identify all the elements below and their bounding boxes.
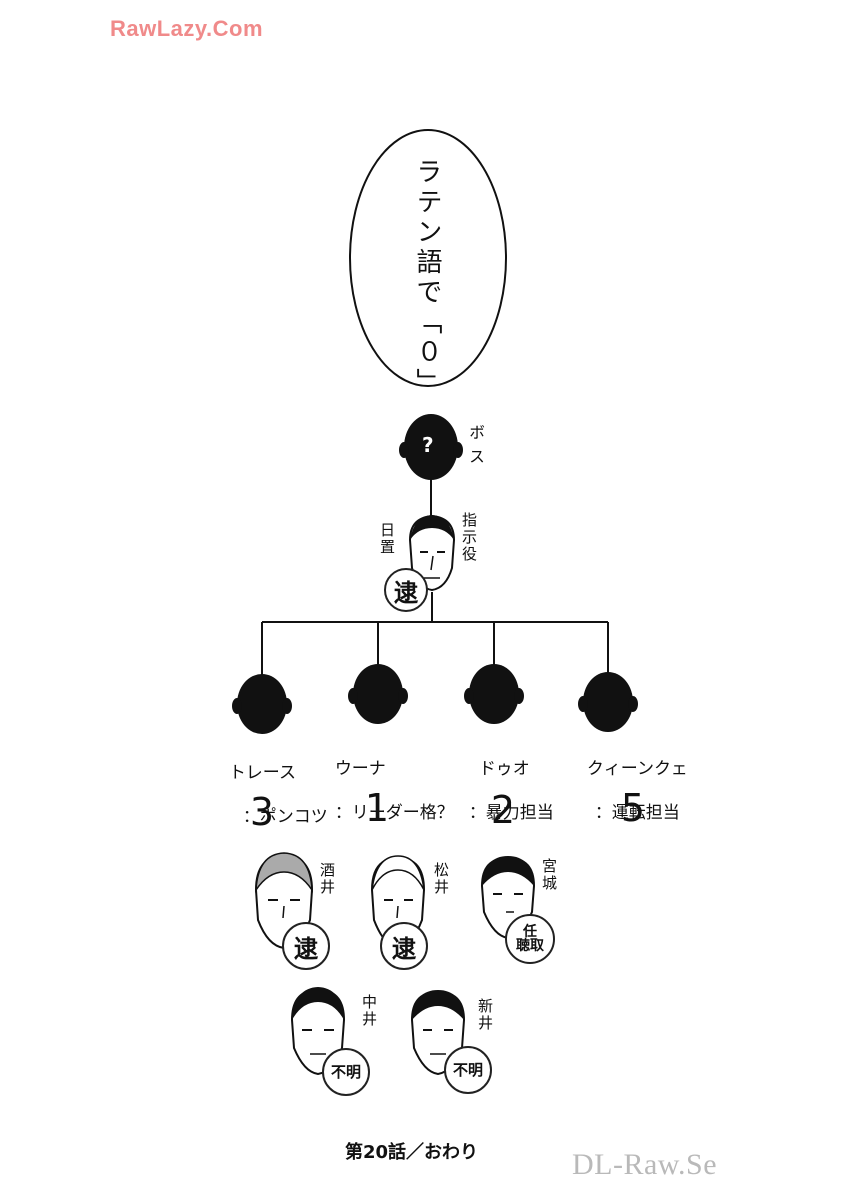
person-name: 中井	[360, 994, 378, 1028]
member-number: 5	[620, 786, 646, 830]
member-silhouette-icon	[578, 672, 638, 732]
boss-question-mark: ?	[422, 433, 434, 457]
member-role: ドゥオ ：暴力担当	[458, 736, 554, 824]
member-number: 1	[364, 786, 390, 830]
person-name: 宮城	[540, 858, 558, 892]
person-stamp-line: 任	[523, 924, 537, 940]
member-role-desc: ：リーダー格？	[334, 803, 454, 823]
speech-bubble	[349, 129, 507, 387]
director-stamp: 逮	[384, 568, 428, 612]
chapter-end-caption: 第20話／おわり	[345, 1142, 479, 1163]
member-silhouette-icon	[232, 674, 292, 734]
member-role-name: ドゥオ	[478, 759, 530, 779]
person-stamp-line: 聴取	[516, 938, 544, 954]
member-silhouette-icon	[464, 664, 524, 724]
person-name: 酒井	[318, 862, 336, 896]
boss-silhouette-icon	[399, 414, 463, 480]
member-silhouette-icon	[348, 664, 408, 724]
person-name: 松井	[432, 862, 450, 896]
director-name: 日置	[378, 522, 396, 556]
member-role-name: ウーナ	[334, 759, 386, 779]
person-stamp: 逮	[282, 922, 330, 970]
member-role-desc: ：ポンコツ	[242, 807, 328, 827]
director-role: 指示役	[460, 512, 478, 563]
member-role: クィーンクェ ：運転担当	[576, 736, 688, 824]
member-role-name: クィーンクェ	[586, 759, 688, 779]
member-role-desc: ：暴力担当	[468, 803, 554, 823]
member-role: トレース ：ポンコツ	[218, 740, 328, 828]
person-stamp: 不明	[322, 1048, 370, 1096]
member-number: 2	[490, 788, 516, 832]
boss-label: ボス	[466, 424, 485, 472]
watermark-top: RawLazy.Com	[110, 16, 264, 41]
person-name: 新井	[476, 998, 494, 1032]
watermark-bottom: DL-Raw.Se	[572, 1148, 718, 1181]
person-stamp: 不明	[444, 1046, 492, 1094]
member-number: 3	[249, 790, 275, 834]
person-stamp: 任 聴取	[505, 914, 555, 964]
member-role-desc: ：運転担当	[594, 803, 680, 823]
member-role-name: トレース	[228, 763, 296, 783]
member-role: ウーナ ：リーダー格？	[324, 736, 454, 824]
person-stamp: 逮	[380, 922, 428, 970]
speech-bubble-text: ラテン語で「０」	[412, 158, 442, 398]
